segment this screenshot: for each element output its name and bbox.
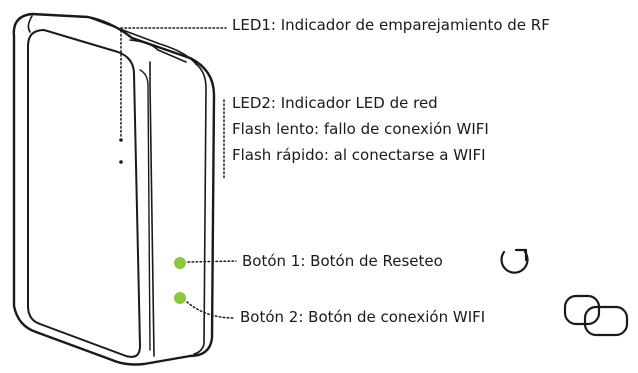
device-front-face — [27, 29, 141, 358]
led1-label: LED1: Indicador de emparejamiento de RF — [232, 16, 550, 34]
led2-fast-flash-label: Flash rápido: al conectarse a WIFI — [232, 146, 486, 164]
led2-indicator — [119, 160, 123, 164]
button2-dot[interactable] — [174, 292, 186, 304]
button1-leader — [187, 260, 237, 263]
button1-label: Botón 1: Botón de Reseteo — [242, 252, 443, 270]
led1-leader — [120, 27, 227, 137]
reset-icon — [500, 248, 529, 274]
button1-dot[interactable] — [174, 257, 186, 269]
device-illustration — [12, 12, 216, 366]
button2-leader — [186, 301, 235, 319]
device-side-edge — [149, 61, 207, 357]
led2-title-label: LED2: Indicador LED de red — [232, 94, 438, 112]
device-top-bevel — [27, 15, 197, 65]
leader-lines — [120, 27, 237, 319]
led1-indicator — [119, 138, 123, 142]
button2-label: Botón 2: Botón de conexión WIFI — [240, 308, 486, 326]
device-inner-rim — [139, 69, 151, 351]
link-icon — [563, 294, 629, 337]
device-outer-outline — [12, 12, 216, 366]
led2-slow-flash-label: Flash lento: fallo de conexión WIFI — [232, 120, 489, 138]
